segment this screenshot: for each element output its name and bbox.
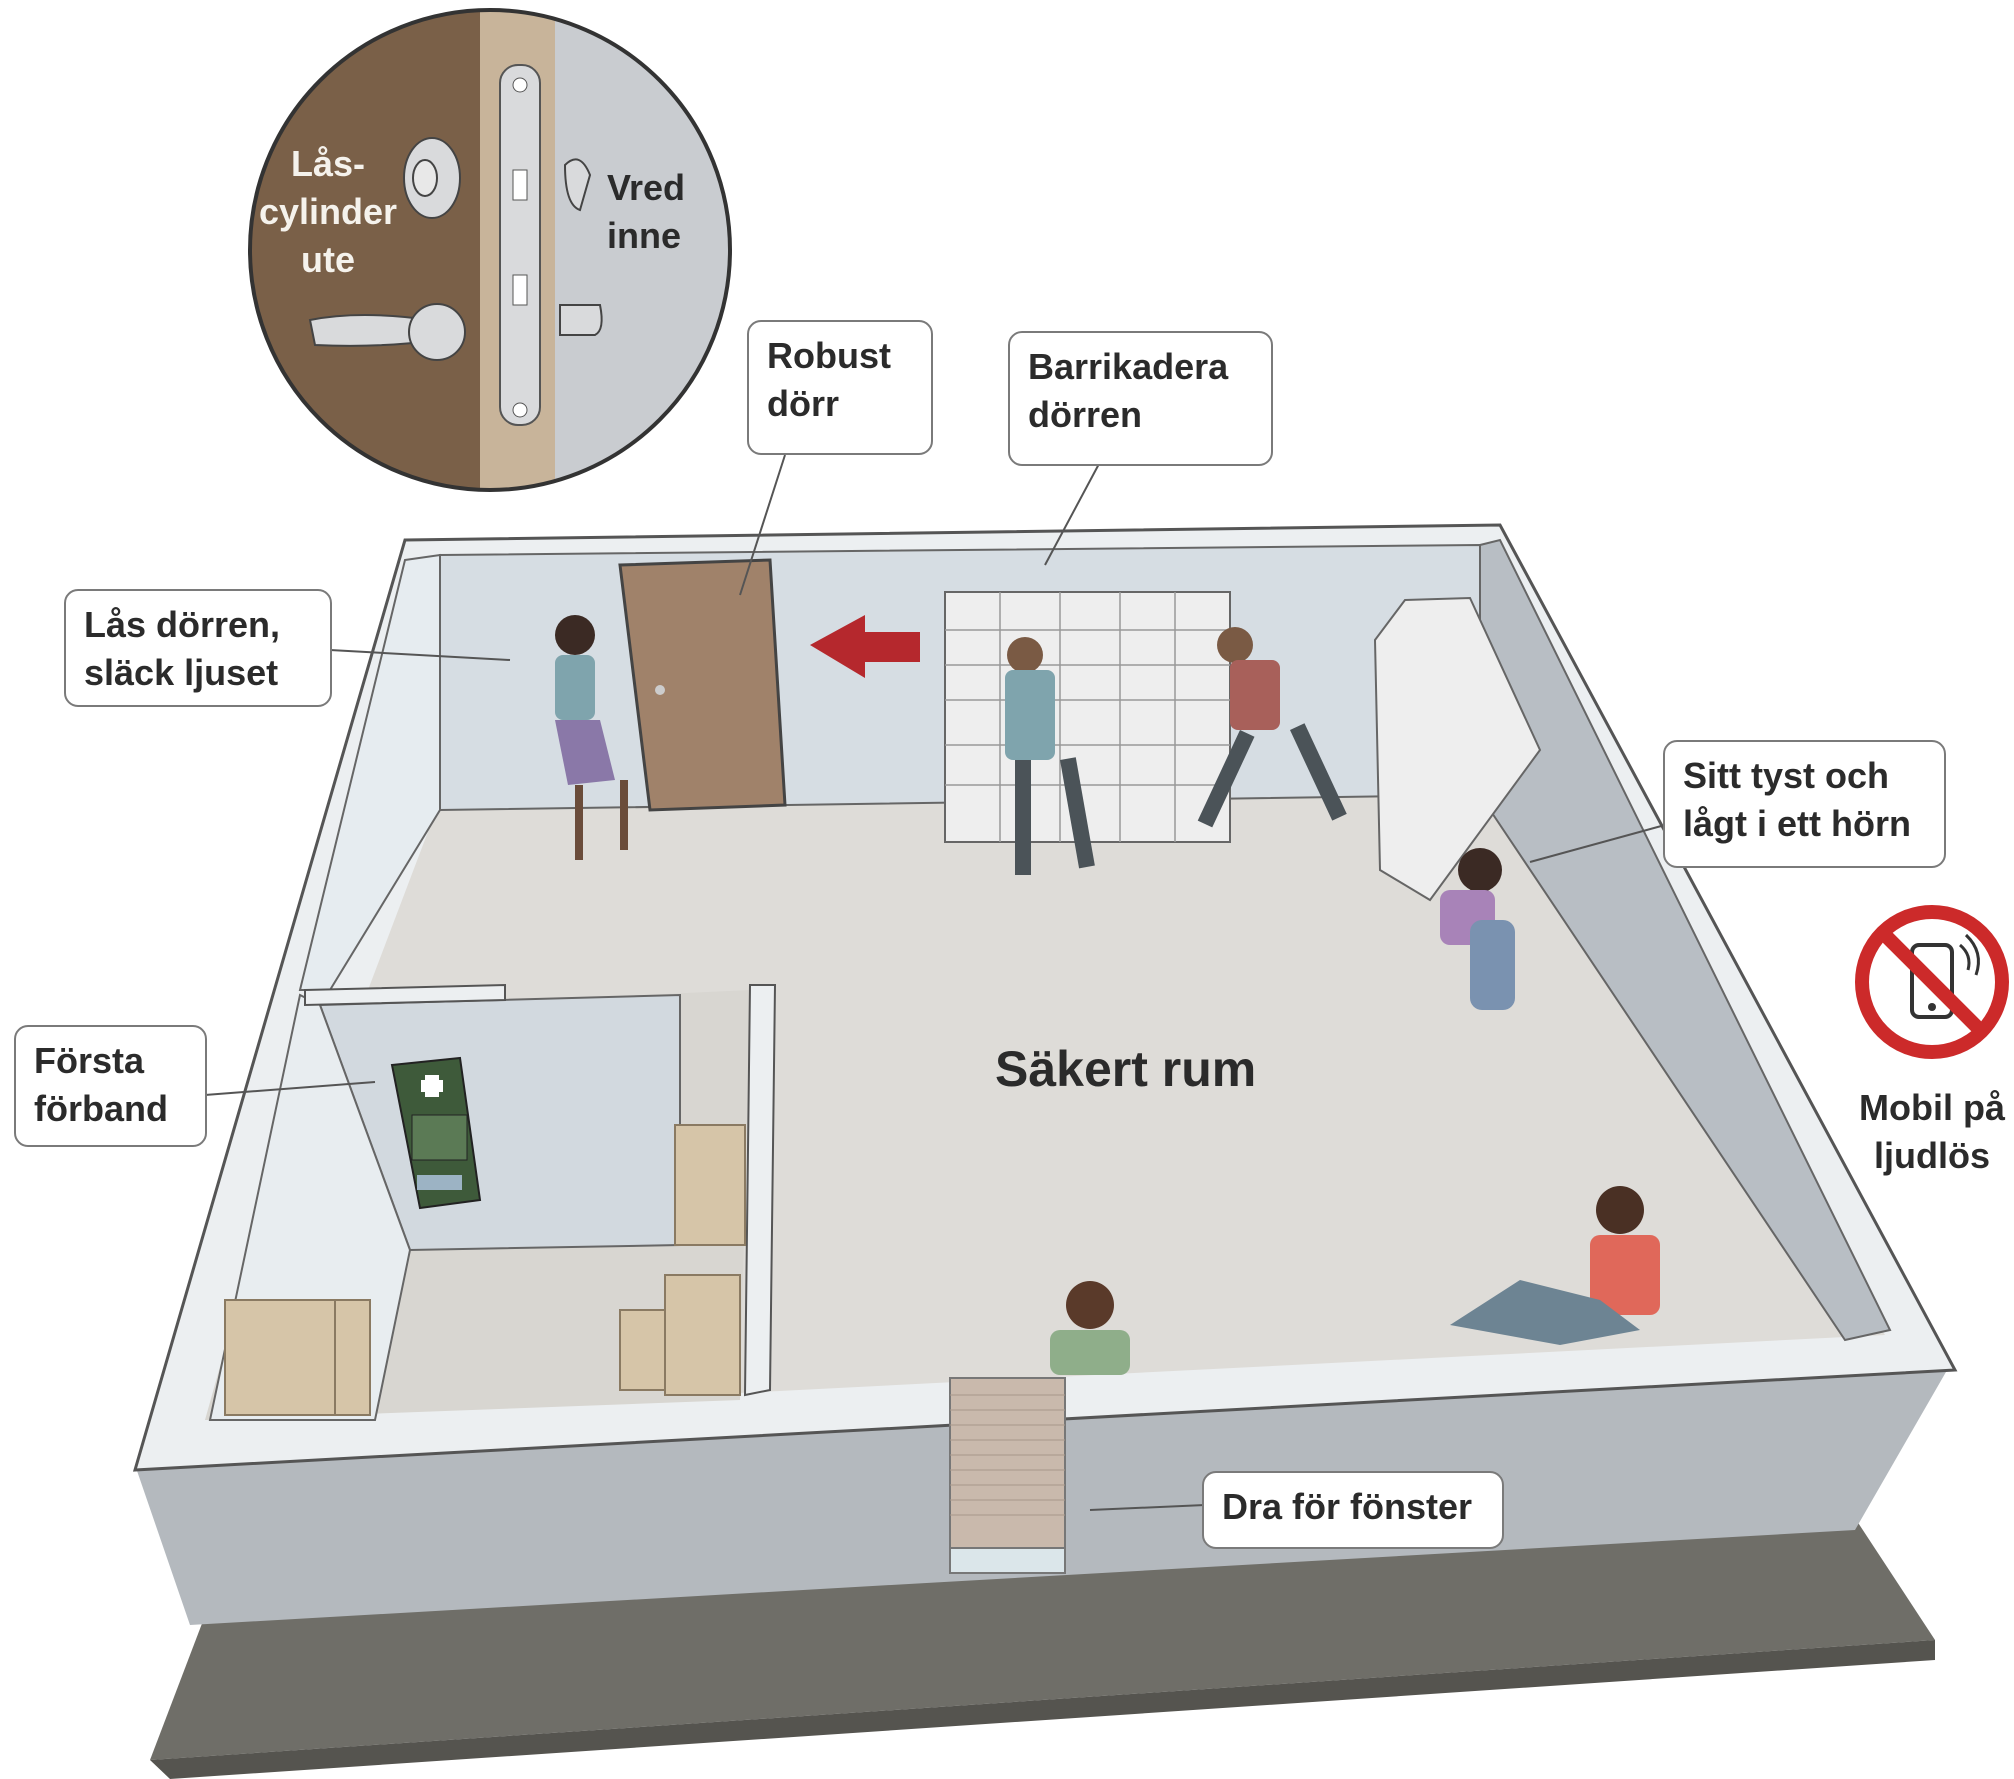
storage-boxes bbox=[224, 1124, 746, 1416]
thumb-turn-label: Vred inne bbox=[607, 167, 686, 256]
robust-door bbox=[618, 558, 787, 812]
person-with-phone bbox=[1450, 1186, 1660, 1345]
person-at-window bbox=[1050, 1281, 1130, 1375]
storage-room-divider-wall bbox=[743, 984, 777, 1397]
person-locking-door bbox=[555, 615, 628, 860]
callout-barricade: Barrikadera dörren bbox=[1008, 331, 1273, 466]
foundation-edge bbox=[150, 1640, 1935, 1779]
callout-robust-door: Robust dörr bbox=[747, 320, 933, 455]
first-aid-cabinet-icon bbox=[390, 1056, 482, 1210]
no-phone-icon bbox=[1855, 905, 2009, 1059]
callout-first-aid: Första förband bbox=[14, 1025, 207, 1147]
left-wall bbox=[298, 553, 441, 991]
lock-inset bbox=[248, 8, 732, 492]
barricade-shelf bbox=[944, 591, 1231, 843]
callout-lock-door: Lås dörren, släck ljuset bbox=[64, 589, 332, 707]
thumb-turn-icon bbox=[563, 158, 592, 212]
room-title: Säkert rum bbox=[995, 1041, 1257, 1097]
person-pushing-shelf-2 bbox=[1197, 627, 1347, 828]
callout-leaders bbox=[204, 454, 1666, 1511]
person-sitting-corner bbox=[1440, 848, 1515, 1010]
door-handle bbox=[655, 685, 665, 695]
inner-handle-icon bbox=[559, 304, 603, 336]
arrow-left-icon bbox=[810, 615, 920, 678]
storage-room-top-wall bbox=[304, 983, 506, 1007]
person-pushing-shelf-1 bbox=[1005, 637, 1095, 875]
side-shelf bbox=[1373, 596, 1542, 902]
mobile-silent-caption: Mobil på ljudlös bbox=[1859, 1087, 2005, 1176]
callout-sit-quiet: Sitt tyst och lågt i ett hörn bbox=[1663, 740, 1946, 868]
lock-cylinder-label: Lås- cylinder ute bbox=[258, 143, 398, 280]
window-blinds bbox=[949, 1377, 1066, 1574]
callout-draw-blinds: Dra för fönster bbox=[1202, 1471, 1504, 1549]
